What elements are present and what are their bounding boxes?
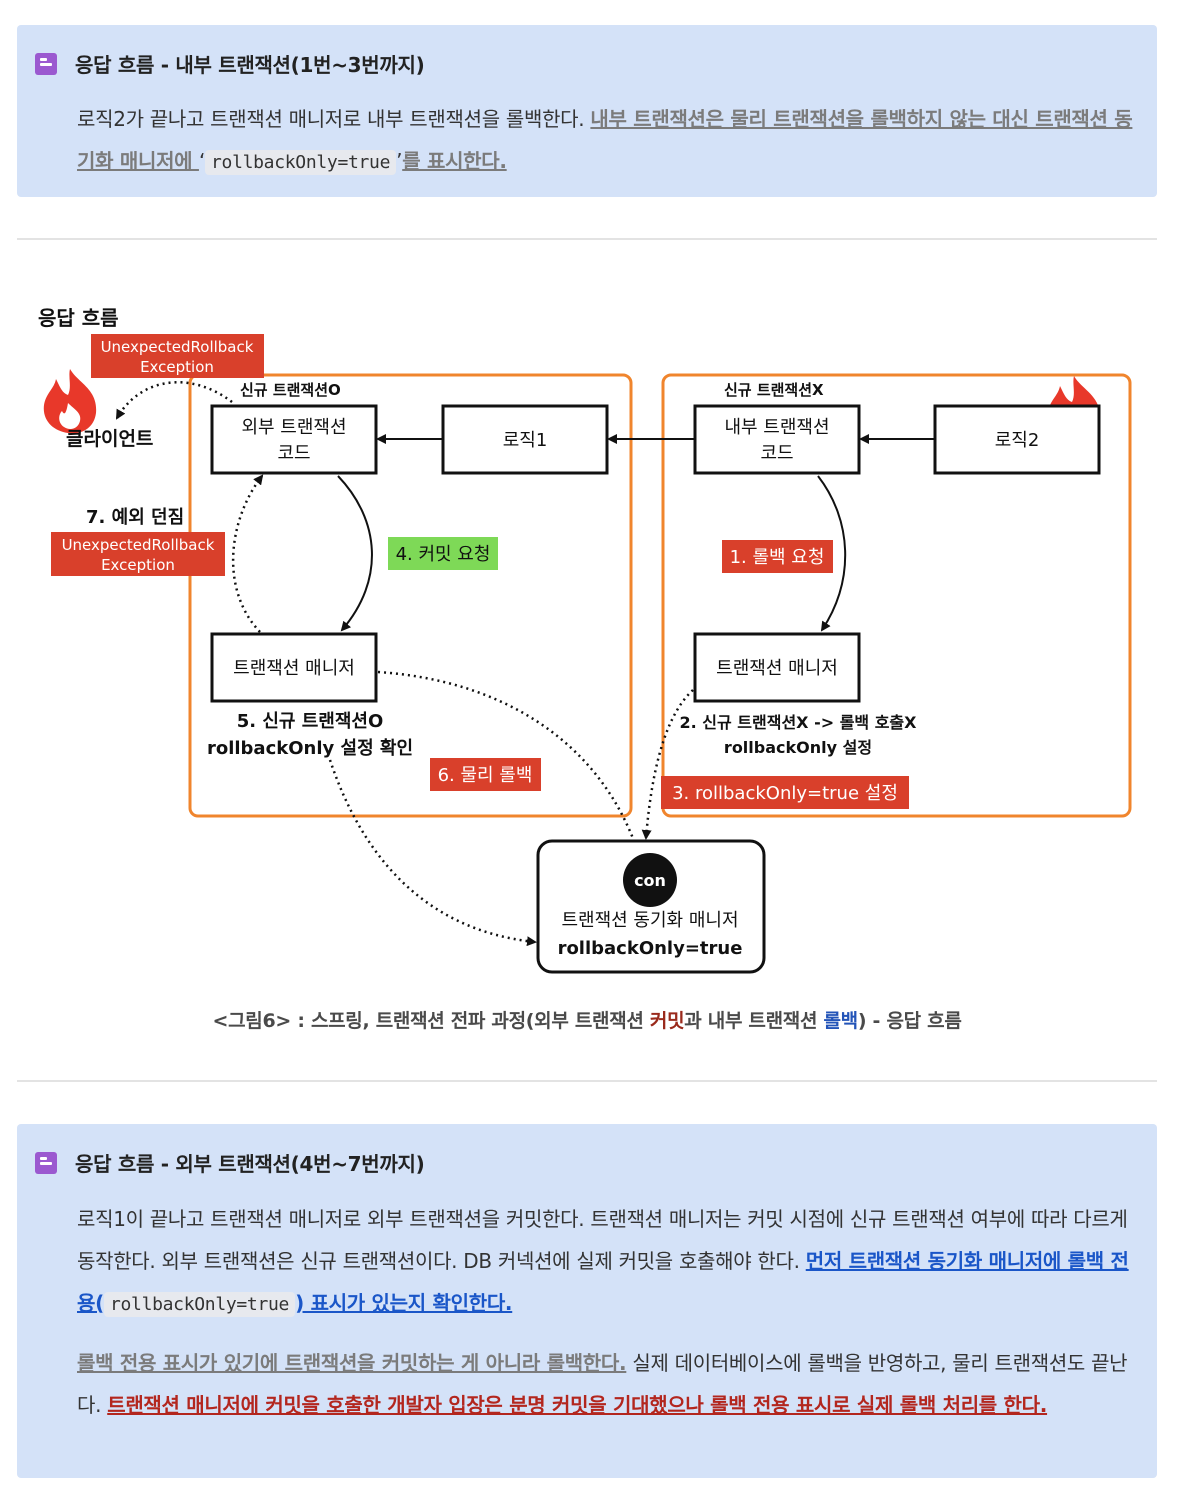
inner-code-line1: 내부 트랜잭션	[724, 417, 829, 438]
step6-label: 6. 물리 롤백	[438, 765, 533, 786]
quote-mark: ‘	[198, 149, 205, 173]
step2-line2: rollbackOnly 설정	[724, 738, 872, 757]
step2-line1: 2. 신규 트랜잭션X -> 롤백 호출X	[680, 713, 918, 732]
step1-badge	[722, 540, 833, 573]
exception-box-top	[91, 334, 264, 378]
highlight-red: 트랜잭션 매니저에 커밋을 호출한 개발자 입장은 분명 커밋을 기대했으나 롤…	[107, 1393, 1048, 1417]
outer-code-line2: 코드	[277, 443, 310, 464]
tm-inner-label: 트랜잭션 매니저	[716, 658, 838, 679]
step6-badge	[430, 758, 541, 791]
callout-header: 응답 흐름 - 외부 트랜잭션(4번~7번까지)	[35, 1148, 425, 1177]
note-icon	[35, 52, 57, 75]
figure-heading: 응답 흐름	[38, 306, 119, 330]
caption-rollback: 롤백	[823, 1010, 858, 1032]
callout-header: 응답 흐름 - 내부 트랜잭션(1번~3번까지)	[35, 49, 425, 78]
logic2-label: 로직2	[995, 430, 1040, 451]
step4-badge	[388, 537, 498, 570]
inner-code-line2: 코드	[760, 443, 793, 464]
sync-manager-line2: rollbackOnly=true	[558, 938, 743, 959]
figure-caption: <그림6> : 스프링, 트랜잭션 전파 과정(외부 트랜잭션 커밋과 내부 트…	[0, 1006, 1174, 1033]
inner-tx-tag: 신규 트랜잭션X	[724, 381, 824, 399]
highlight-blue: ) 표시가 있는지 확인한다.	[295, 1291, 513, 1315]
arrow-rollback-request	[817, 475, 847, 632]
step7-label: 7. 예외 던짐	[86, 507, 184, 528]
exception-top-line1: UnexpectedRollback	[101, 338, 254, 356]
exception-mid-line1: UnexpectedRollback	[62, 536, 215, 554]
arrow-tm-to-outer-code	[232, 474, 264, 633]
caption-text: 과 내부 트랜잭션	[684, 1010, 824, 1032]
inner-transaction-container	[661, 373, 1132, 818]
step5-line2: rollbackOnly 설정 확인	[207, 738, 413, 759]
arrow-check-rollbackonly	[328, 759, 537, 947]
exception-mid-line2: Exception	[101, 556, 175, 574]
callout-title: 응답 흐름 - 내부 트랜잭션(1번~3번까지)	[75, 53, 425, 77]
connection-circle	[623, 853, 677, 907]
transaction-diagram: 응답 흐름 신규 트랜잭션O 신규 트랜잭션X UnexpectedRollba…	[38, 306, 1132, 974]
caption-text: <그림6> : 스프링, 트랜잭션 전파 과정(외부 트랜잭션	[212, 1010, 650, 1032]
step3-badge	[661, 776, 909, 809]
underlined-text: 내부 트랜잭션은 물리 트랜잭션을 롤백하지 않는 대신 트랜잭션 동기화 매니…	[77, 107, 1133, 173]
step5-line1: 5. 신규 트랜잭션O	[237, 711, 384, 732]
underlined-text: 를 표시한다.	[402, 149, 507, 173]
tm-outer-box	[210, 632, 378, 703]
body-text: 실제 데이터베이스에 롤백을 반영하고, 물리 트랜잭션도 끝난다.	[77, 1351, 1128, 1417]
note-icon	[35, 1151, 57, 1174]
outer-tx-tag: 신규 트랜잭션O	[240, 381, 341, 399]
callout-outer-transaction: 응답 흐름 - 외부 트랜잭션(4번~7번까지) 로직1이 끝나고 트랜잭션 매…	[17, 1124, 1157, 1478]
tm-outer-label: 트랜잭션 매니저	[233, 658, 355, 679]
body-text: 로직1이 끝나고 트랜잭션 매니저로 외부 트랜잭션을 커밋한다. 트랜잭션 매…	[77, 1207, 1128, 1273]
tm-inner-box	[693, 632, 861, 703]
fire-icon	[43, 369, 97, 434]
logic2-box	[933, 404, 1101, 475]
highlight-gray: 롤백 전용 표시가 있기에 트랜잭션을 커밋하는 게 아니라 롤백한다.	[77, 1351, 627, 1375]
callout-paragraph: 롤백 전용 표시가 있기에 트랜잭션을 커밋하는 게 아니라 롤백한다. 실제 …	[77, 1342, 1135, 1426]
sync-manager-line1: 트랜잭션 동기화 매니저	[561, 910, 738, 931]
logic1-label: 로직1	[503, 430, 548, 451]
divider	[17, 238, 1157, 240]
connection-label: con	[634, 871, 666, 890]
exception-top-line2: Exception	[140, 358, 214, 376]
callout-title: 응답 흐름 - 외부 트랜잭션(4번~7번까지)	[75, 1152, 425, 1176]
step4-label: 4. 커밋 요청	[396, 544, 491, 565]
step3-label: 3. rollbackOnly=true 설정	[672, 783, 898, 804]
inline-code: rollbackOnly=true	[205, 150, 397, 175]
callout-paragraph: 로직2가 끝나고 트랜잭션 매니저로 내부 트랜잭션을 롤백한다. 내부 트랜잭…	[77, 98, 1135, 184]
outer-code-box	[210, 404, 378, 475]
outer-code-line1: 외부 트랜잭션	[241, 417, 346, 438]
client-label: 클라이언트	[66, 428, 153, 450]
callout-inner-transaction: 응답 흐름 - 내부 트랜잭션(1번~3번까지) 로직2가 끝나고 트랜잭션 매…	[17, 25, 1157, 197]
callout-paragraph: 로직1이 끝나고 트랜잭션 매니저로 외부 트랜잭션을 커밋한다. 트랜잭션 매…	[77, 1198, 1135, 1326]
callout-body: 로직1이 끝나고 트랜잭션 매니저로 외부 트랜잭션을 커밋한다. 트랜잭션 매…	[77, 1198, 1135, 1426]
inline-code: rollbackOnly=true	[103, 1292, 296, 1317]
body-text: 로직2가 끝나고 트랜잭션 매니저로 내부 트랜잭션을 롤백한다.	[77, 107, 591, 131]
caption-text: ) - 응답 흐름	[857, 1010, 962, 1032]
outer-transaction-container	[188, 373, 633, 818]
divider	[17, 1080, 1157, 1082]
quote-mark: ’	[396, 149, 403, 173]
callout-body: 로직2가 끝나고 트랜잭션 매니저로 내부 트랜잭션을 롤백한다. 내부 트랜잭…	[77, 98, 1135, 184]
step1-label: 1. 롤백 요청	[730, 547, 825, 568]
exception-box-mid	[51, 532, 225, 576]
caption-commit: 커밋	[649, 1010, 685, 1032]
arrow-commit-request	[337, 475, 373, 632]
highlight-blue: 먼저 트랜잭션 동기화 매니저에 롤백 전용(	[77, 1249, 1129, 1315]
